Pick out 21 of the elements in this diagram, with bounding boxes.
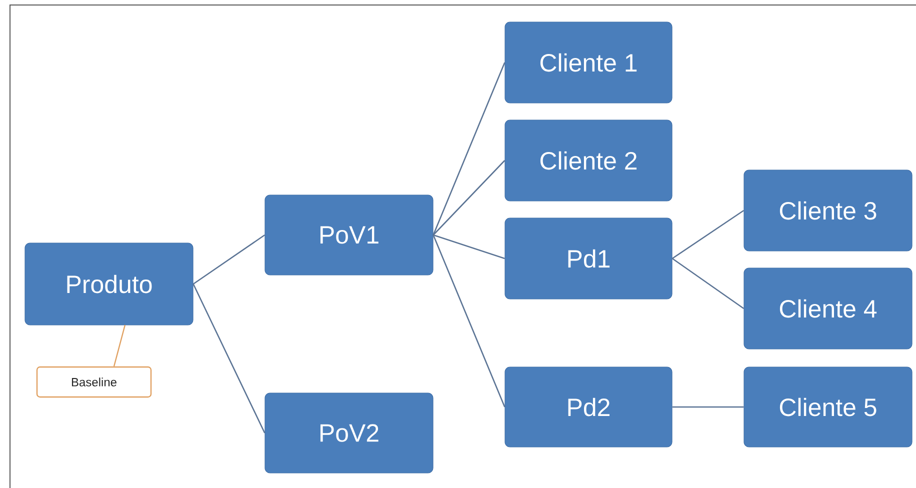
connector-line — [432, 234, 506, 408]
process-box: Cliente 4 — [744, 268, 912, 350]
process-box: PoV2 — [264, 392, 434, 474]
process-box: Pd1 — [504, 218, 672, 300]
process-box: Cliente 3 — [744, 170, 912, 252]
connector-line — [432, 62, 506, 236]
connector-line — [672, 258, 744, 310]
process-box: Cliente 5 — [744, 366, 912, 448]
connector-line — [433, 234, 505, 260]
process-box: Cliente 1 — [504, 22, 672, 104]
connector-line — [432, 160, 506, 236]
connector-line — [192, 234, 266, 285]
process-box: PoV1 — [264, 194, 434, 276]
process-box: Pd2 — [504, 366, 672, 448]
callout-box: Baseline — [36, 366, 152, 398]
leader-line — [113, 324, 126, 367]
connector-line — [672, 210, 744, 260]
connector-line — [672, 406, 744, 408]
connector-line — [192, 284, 266, 434]
process-box: Cliente 2 — [504, 120, 672, 202]
process-box: Produto — [24, 242, 194, 326]
